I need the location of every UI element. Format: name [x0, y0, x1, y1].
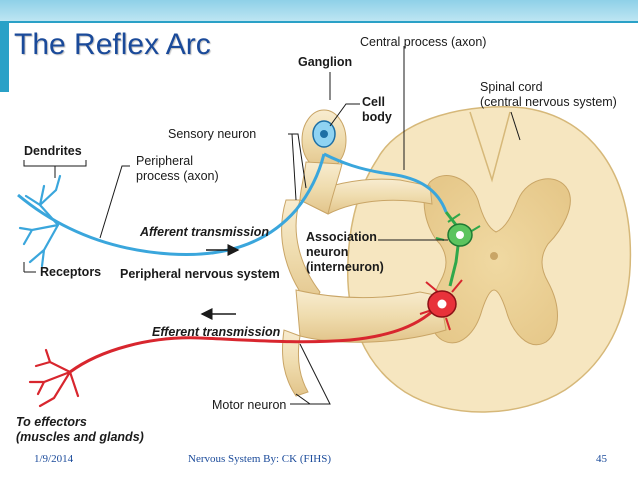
title-accent-bar: [0, 22, 9, 92]
dorsal-root: [299, 109, 433, 215]
footer-page-number: 45: [596, 453, 607, 465]
label-receptors: Receptors: [40, 265, 101, 279]
label-spinal-cord-1: Spinal cord: [480, 80, 543, 94]
label-dendrites: Dendrites: [24, 144, 82, 158]
slide-title: The Reflex Arc: [14, 28, 211, 61]
label-effectors-2: (muscles and glands): [16, 430, 144, 444]
label-central-process: Central process (axon): [360, 35, 486, 49]
label-sensory-neuron: Sensory neuron: [168, 127, 256, 141]
label-association-3: (interneuron): [306, 260, 384, 274]
label-cell-body-2: body: [362, 110, 392, 124]
label-association-1: Association: [306, 230, 377, 244]
motor-neuron: [28, 279, 463, 408]
top-banner: [0, 0, 638, 22]
leader-lines: [23, 46, 521, 405]
label-efferent-transmission: Efferent transmission: [152, 325, 281, 339]
label-effectors-1: To effectors: [16, 415, 87, 429]
spinal-cord: [346, 106, 632, 413]
label-association-2: neuron: [306, 245, 348, 259]
label-peripheral-nervous-system: Peripheral nervous system: [120, 267, 280, 281]
label-peripheral-process-1: Peripheral: [136, 154, 193, 168]
label-peripheral-process-2: process (axon): [136, 169, 219, 183]
label-cell-body-1: Cell: [362, 95, 385, 109]
peripheral-nerve: [281, 199, 447, 397]
label-ganglion: Ganglion: [298, 55, 352, 69]
footer-date: 1/9/2014: [34, 453, 74, 465]
top-banner-line: [0, 21, 638, 23]
label-afferent-transmission: Afferent transmission: [139, 225, 269, 239]
label-spinal-cord-2: (central nervous system): [480, 95, 617, 109]
sensory-neuron: [17, 120, 448, 268]
label-motor-neuron: Motor neuron: [212, 398, 286, 412]
footer-course: Nervous System By: CK (FIHS): [188, 453, 332, 465]
